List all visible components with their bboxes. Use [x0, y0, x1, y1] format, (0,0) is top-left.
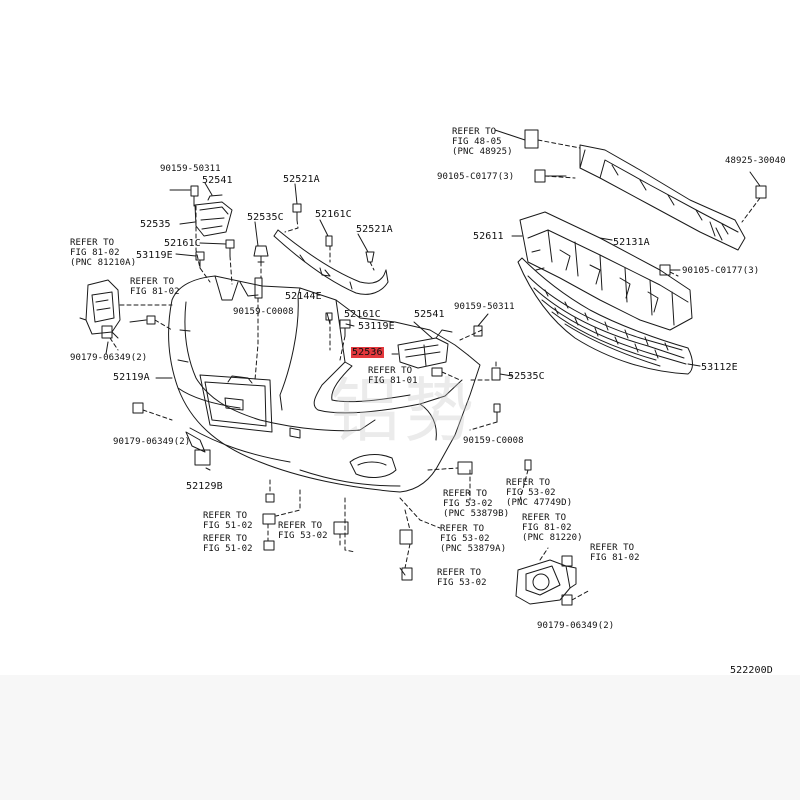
lower-grille	[517, 257, 693, 375]
figure-code: 522200D	[730, 665, 773, 676]
highlight-52536: 52536	[351, 347, 384, 358]
highlighted-part-label: 52536	[351, 347, 384, 358]
fasteners	[101, 129, 767, 606]
side-bracket-right	[397, 329, 453, 369]
part-label: 52535C	[247, 212, 284, 223]
watermark: 铝势	[330, 370, 478, 452]
top-margin	[0, 0, 800, 85]
part-label: 90179-06349(2)	[537, 621, 615, 631]
upper-retainer	[273, 229, 389, 295]
part-label: 90159-C0008	[463, 436, 524, 446]
part-label: 52521A	[356, 224, 393, 235]
part-label: 90159-C0008	[233, 307, 294, 317]
bumper-cover	[168, 275, 481, 493]
dashed-lines	[109, 139, 761, 601]
part-label: 52161C	[164, 238, 201, 249]
part-label: 52161C	[344, 309, 381, 320]
part-label: 90159-50311	[160, 164, 221, 174]
part-label: 53112E	[701, 362, 738, 373]
fog-lamp-left	[79, 279, 121, 339]
part-label: 53119E	[136, 250, 173, 261]
part-label: 48925-30040	[725, 156, 786, 166]
part-label: 52119A	[113, 372, 150, 383]
part-label: 52131A	[613, 237, 650, 248]
part-label: 90179-06349(2)	[113, 437, 191, 447]
side-bracket-left	[194, 194, 233, 237]
part-label: 90105-C0177(3)	[437, 172, 515, 182]
leader-lines	[105, 129, 761, 576]
part-label: 52541	[202, 175, 233, 186]
part-label: 90105-C0177(3)	[682, 266, 760, 276]
fog-lamp-right	[515, 559, 577, 605]
energy-absorber	[519, 211, 693, 331]
part-label: 52611	[473, 231, 504, 242]
bottom-margin	[0, 675, 800, 800]
part-label: 90159-50311	[454, 302, 515, 312]
bumper-reinforcement	[579, 144, 746, 251]
part-label: 52161C	[315, 209, 352, 220]
part-label: 90179-06349(2)	[70, 353, 148, 363]
part-label: 52144E	[285, 291, 322, 302]
part-label: 53119E	[358, 321, 395, 332]
part-label: 52129B	[186, 481, 223, 492]
part-label: 52535	[140, 219, 171, 230]
part-label: 52541	[414, 309, 445, 320]
part-label: 52535C	[508, 371, 545, 382]
part-label: 52521A	[283, 174, 320, 185]
